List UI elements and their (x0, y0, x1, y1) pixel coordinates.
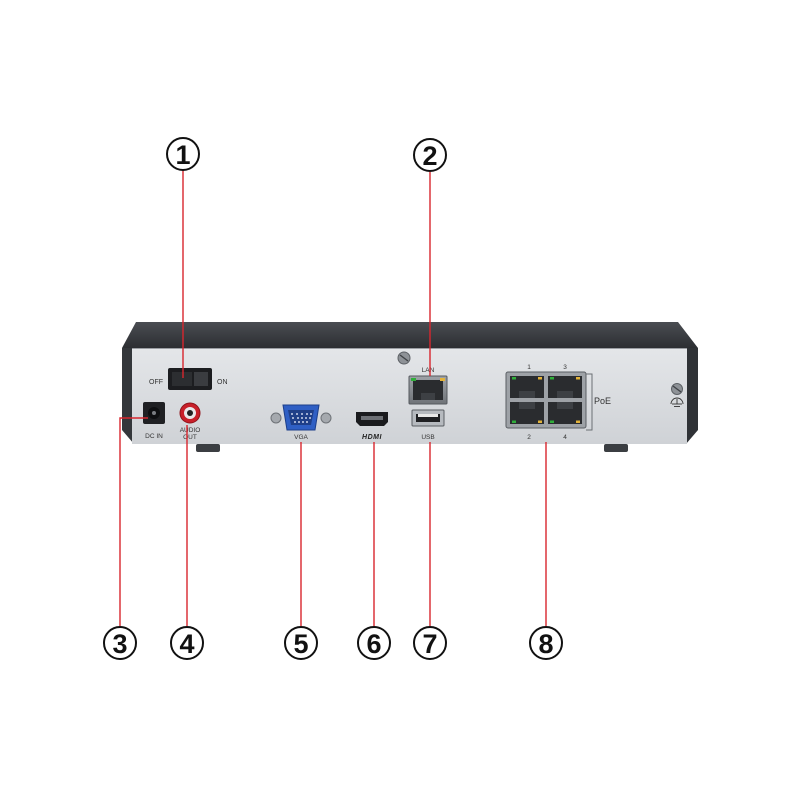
callout-number-4: 4 (179, 629, 194, 659)
callout-number-3: 3 (112, 629, 127, 659)
usb-label: USB (421, 434, 434, 441)
ground-icon (670, 397, 684, 407)
poe-ports: 1 3 2 4 (505, 364, 611, 441)
callout-number-6: 6 (366, 629, 381, 659)
poe-port-1 (510, 376, 544, 398)
chassis-foot-right (604, 444, 628, 452)
switch-off-label: OFF (149, 379, 163, 386)
callout-badge-4: 4 (170, 626, 204, 660)
callout-badge-7: 7 (413, 626, 447, 660)
poe-port-3-label: 3 (563, 364, 567, 371)
chassis-left-side (122, 348, 134, 444)
switch-on-label: ON (217, 379, 228, 386)
power-switch: OFF ON (149, 368, 228, 390)
vga-port: VGA (270, 404, 332, 441)
callout-number-2: 2 (422, 141, 437, 171)
callout-badge-8: 8 (529, 626, 563, 660)
chassis-top-cover (122, 322, 698, 348)
callout-badge-5: 5 (284, 626, 318, 660)
callout-badge-6: 6 (357, 626, 391, 660)
callout-line-3 (119, 417, 148, 626)
ground-screw (671, 383, 683, 395)
audio-out-port: AUDIO OUT (179, 402, 201, 441)
callout-badge-1: 1 (166, 137, 200, 171)
poe-port-1-label: 1 (527, 364, 531, 371)
vga-label: VGA (294, 434, 308, 441)
hdmi-port: HDMI (356, 412, 388, 441)
audio-out-label: OUT (183, 434, 197, 441)
poe-label: PoE (594, 396, 611, 406)
poe-port-2 (510, 402, 544, 424)
lan-led-left (411, 378, 416, 381)
callout-badge-2: 2 (413, 138, 447, 172)
callout-number-7: 7 (422, 629, 437, 659)
chassis-right-side (686, 348, 698, 444)
dc-in-port: DC IN (143, 402, 165, 440)
dc-in-label: DC IN (145, 433, 163, 440)
poe-bracket (586, 373, 593, 431)
poe-port-4 (548, 402, 582, 424)
callout-badge-3: 3 (103, 626, 137, 660)
poe-port-3 (548, 376, 582, 398)
poe-port-4-label: 4 (563, 434, 567, 441)
callout-lines (119, 170, 547, 626)
poe-port-2-label: 2 (527, 434, 531, 441)
hdmi-label: HDMI (362, 434, 382, 441)
top-screw (397, 351, 411, 365)
chassis-foot-left (196, 444, 220, 452)
lan-label: LAN (422, 367, 435, 374)
lan-led-right (440, 378, 445, 381)
callout-number-1: 1 (175, 140, 190, 170)
usb-port: USB (411, 409, 445, 441)
lan-port: LAN (408, 367, 448, 405)
callout-number-5: 5 (293, 629, 308, 659)
callout-number-8: 8 (538, 629, 553, 659)
audio-label: AUDIO (180, 427, 201, 434)
callout-badges: 1 2 3 4 5 6 7 8 (103, 137, 563, 660)
